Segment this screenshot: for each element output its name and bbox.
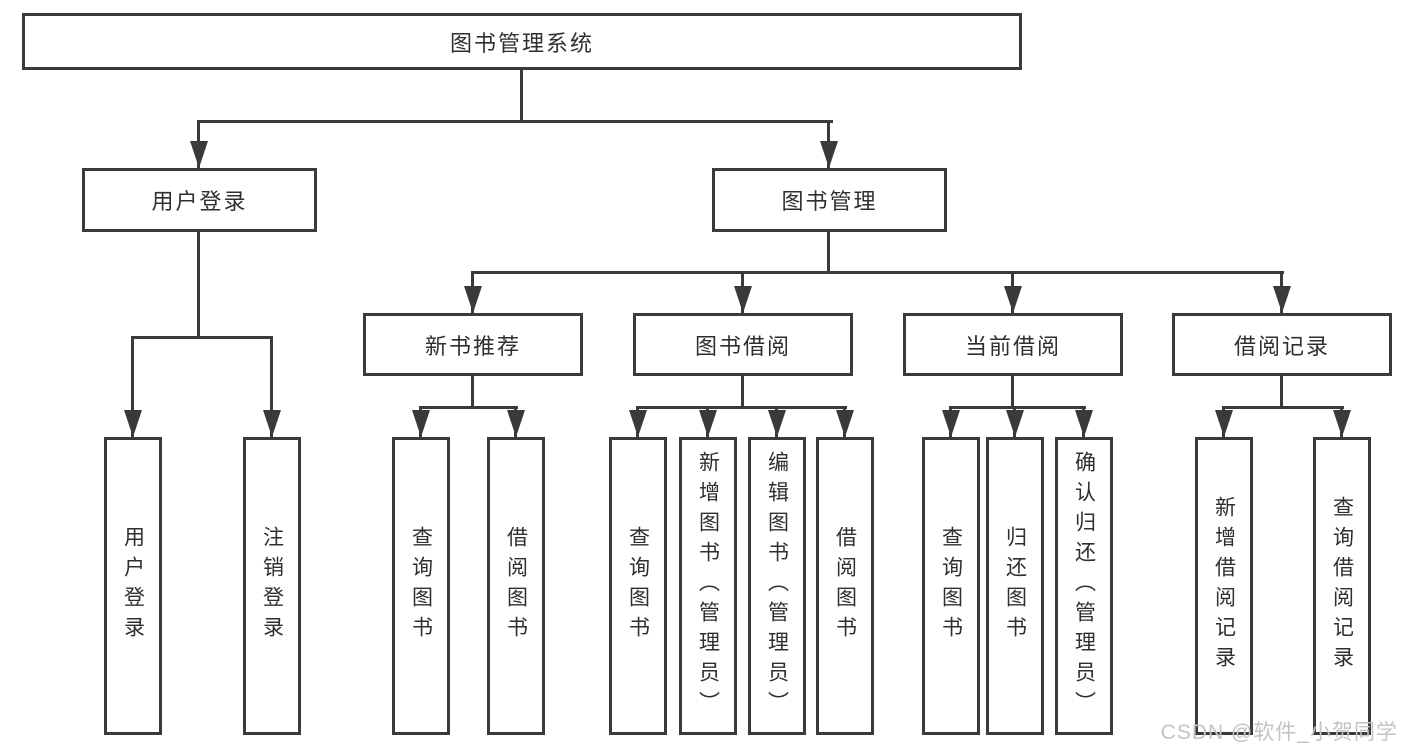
leaf-logout-label: 注销登录	[260, 526, 284, 646]
connector-borrow-records-branch	[1222, 406, 1344, 409]
node-new-book-recommend-label: 新书推荐	[424, 333, 521, 359]
arrowhead-to-leaf-add-books	[699, 410, 717, 437]
csdn-watermark: CSDN @软件_小贺同学	[1160, 721, 1398, 744]
connector-borrow-records-stem	[1280, 376, 1283, 409]
leaf-borrow-books-label: 借阅图书	[833, 526, 857, 646]
arrowhead-to-leaf-borrow-books-a	[507, 410, 525, 437]
connector-new-book-stem	[471, 376, 474, 409]
leaf-query-books-borrow-label: 查询图书	[626, 526, 650, 646]
node-current-borrow: 当前借阅	[903, 313, 1123, 376]
connector-book-borrow-stem	[741, 376, 744, 409]
connector-to-leaf-logout	[270, 336, 273, 437]
arrowhead-to-leaf-query-record	[1333, 410, 1351, 437]
leaf-query-books-recommend: 查询图书	[392, 437, 450, 735]
connector-book-borrow-branch	[636, 406, 847, 409]
leaf-user-login: 用户登录	[104, 437, 162, 735]
node-current-borrow-label: 当前借阅	[964, 333, 1061, 359]
node-borrow-records-label: 借阅记录	[1233, 333, 1330, 359]
leaf-borrow-books-recommend-label: 借阅图书	[504, 526, 528, 646]
leaf-return-books: 归还图书	[986, 437, 1044, 735]
leaf-edit-books-admin-label: 编辑图书（管理员）	[765, 451, 789, 721]
leaf-logout: 注销登录	[243, 437, 301, 735]
leaf-confirm-return-admin: 确认归还（管理员）	[1055, 437, 1113, 735]
arrowhead-to-leaf-confirm-return	[1075, 410, 1093, 437]
leaf-add-borrow-record-label: 新增借阅记录	[1212, 496, 1236, 676]
node-user-login: 用户登录	[82, 168, 317, 232]
node-root-library-system: 图书管理系统	[22, 13, 1022, 70]
arrowhead-to-new-book	[464, 286, 482, 313]
node-book-management-label: 图书管理	[781, 189, 878, 214]
leaf-add-books-admin: 新增图书（管理员）	[679, 437, 737, 735]
leaf-user-login-label: 用户登录	[121, 526, 145, 646]
leaf-query-books-current: 查询图书	[922, 437, 980, 735]
arrowhead-to-leaf-logout	[263, 410, 281, 437]
arrowhead-to-leaf-return-books	[1006, 410, 1024, 437]
node-book-management: 图书管理	[712, 168, 947, 232]
arrowhead-to-leaf-borrow-books-b	[836, 410, 854, 437]
connector-current-borrow-stem	[1011, 376, 1014, 409]
node-book-borrow-label: 图书借阅	[694, 333, 791, 359]
leaf-query-books-borrow: 查询图书	[609, 437, 667, 735]
connector-to-leaf-user-login	[131, 336, 134, 437]
connector-new-book-branch	[419, 406, 518, 409]
leaf-query-books-current-label: 查询图书	[939, 526, 963, 646]
arrowhead-to-leaf-query-books-c	[942, 410, 960, 437]
node-new-book-recommend: 新书推荐	[363, 313, 583, 376]
leaf-add-borrow-record: 新增借阅记录	[1195, 437, 1253, 735]
connector-current-borrow-branch	[949, 406, 1086, 409]
arrowhead-to-book-borrow	[734, 286, 752, 313]
arrowhead-to-leaf-add-record	[1215, 410, 1233, 437]
connector-root-stem	[520, 70, 523, 122]
connector-book-management-stem	[827, 232, 830, 274]
arrowhead-to-current-borrow	[1004, 286, 1022, 313]
node-user-login-label: 用户登录	[151, 189, 248, 214]
node-root-label: 图书管理系统	[449, 30, 594, 56]
arrowhead-to-user-login	[190, 141, 208, 168]
connector-root-branch	[197, 120, 833, 123]
leaf-borrow-books: 借阅图书	[816, 437, 874, 735]
leaf-edit-books-admin: 编辑图书（管理员）	[748, 437, 806, 735]
connector-user-login-branch	[131, 336, 273, 339]
arrowhead-to-borrow-records	[1273, 286, 1291, 313]
leaf-query-borrow-record: 查询借阅记录	[1313, 437, 1371, 735]
arrowhead-to-book-management	[820, 141, 838, 168]
arrowhead-to-leaf-query-books-b	[629, 410, 647, 437]
arrowhead-to-leaf-query-books-a	[412, 410, 430, 437]
connector-user-login-stem	[197, 232, 200, 339]
leaf-return-books-label: 归还图书	[1003, 526, 1027, 646]
arrowhead-to-leaf-edit-books	[768, 410, 786, 437]
leaf-borrow-books-recommend: 借阅图书	[487, 437, 545, 735]
node-book-borrow: 图书借阅	[633, 313, 853, 376]
node-borrow-records: 借阅记录	[1172, 313, 1392, 376]
connector-book-management-branch	[471, 271, 1284, 274]
arrowhead-to-leaf-user-login	[124, 410, 142, 437]
leaf-query-borrow-record-label: 查询借阅记录	[1330, 496, 1354, 676]
leaf-confirm-return-admin-label: 确认归还（管理员）	[1072, 451, 1096, 721]
leaf-add-books-admin-label: 新增图书（管理员）	[696, 451, 720, 721]
leaf-query-books-recommend-label: 查询图书	[409, 526, 433, 646]
